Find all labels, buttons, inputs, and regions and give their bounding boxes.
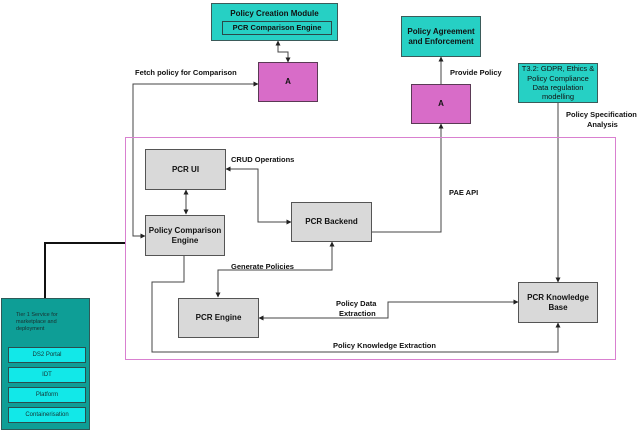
edge-pae-api	[371, 123, 444, 233]
pcr-ui-box: PCR UI	[145, 149, 226, 190]
gdpr-compliance-box: T3.2: GDPR, Ethics & Policy Compliance D…	[518, 63, 598, 103]
policy-spec-label-1: Policy Specification	[566, 110, 637, 119]
pcr-backend-box: PCR Backend	[291, 202, 372, 242]
connector-a-top: A	[258, 62, 318, 102]
edge-tier1	[44, 242, 125, 298]
pcr-engine-box: PCR Engine	[178, 298, 259, 338]
crud-label: CRUD Operations	[231, 155, 295, 164]
edge-generate-policies	[215, 241, 335, 298]
pcr-knowledge-base-label: PCR Knowledge Base	[527, 292, 589, 312]
pae-api-label: PAE API	[449, 188, 479, 197]
tier1-item-containerisation: Containerisation	[8, 407, 86, 423]
tier1-title: Tier 1 Service for marketplace and deplo…	[16, 312, 58, 333]
tier1-item-ds2-portal: DS2 Portal	[8, 347, 86, 363]
policy-agreement-enforcement: Policy Agreement and Enforcement	[401, 16, 481, 57]
policy-creation-module: Policy Creation Module PCR Comparison En…	[211, 3, 338, 41]
tier1-service-panel: Tier 1 Service for marketplace and deplo…	[1, 298, 90, 430]
policy-knowledge-label: Policy Knowledge Extraction	[333, 341, 436, 350]
edge-crud	[225, 166, 292, 225]
tier1-item-idt: IDT	[8, 367, 86, 383]
edge-fetch-policy	[132, 81, 259, 239]
pcr-ui-label: PCR UI	[171, 164, 200, 174]
pcr-knowledge-base-box: PCR Knowledge Base	[518, 282, 598, 323]
pcr-engine-label: PCR Engine	[195, 313, 242, 322]
policy-creation-module-title: Policy Creation Module	[230, 9, 319, 18]
provide-policy-label: Provide Policy	[450, 68, 502, 77]
pcr-boundary-frame	[125, 137, 616, 360]
generate-policies-label: Generate Policies	[231, 262, 294, 271]
policy-spec-label-2: Analysis	[587, 120, 618, 129]
pcr-comparison-engine-box: PCR Comparison Engine	[222, 21, 332, 35]
policy-comparison-engine-label: Policy Comparison Engine	[148, 225, 222, 245]
connector-a-top-label: A	[285, 77, 291, 86]
connector-a-right: A	[411, 84, 471, 124]
fetch-policy-label: Fetch policy for Comparison	[135, 68, 237, 77]
connector-a-right-label: A	[438, 99, 444, 108]
policy-data-label-1: Policy Data	[336, 299, 377, 308]
policy-data-label-2: Extraction	[339, 309, 376, 318]
edge-policy-data	[258, 299, 519, 321]
tier1-item-platform: Platform	[8, 387, 86, 403]
pcr-comparison-engine-label: PCR Comparison Engine	[232, 23, 322, 33]
edge-policy-knowledge	[151, 256, 561, 353]
pcr-backend-label: PCR Backend	[305, 217, 358, 226]
edge-pcm-to-a	[275, 40, 291, 63]
policy-agreement-label: Policy Agreement and Enforcement	[407, 26, 475, 46]
gdpr-label: T3.2: GDPR, Ethics & Policy Compliance D…	[521, 64, 595, 102]
policy-comparison-engine-box: Policy Comparison Engine	[145, 215, 225, 256]
